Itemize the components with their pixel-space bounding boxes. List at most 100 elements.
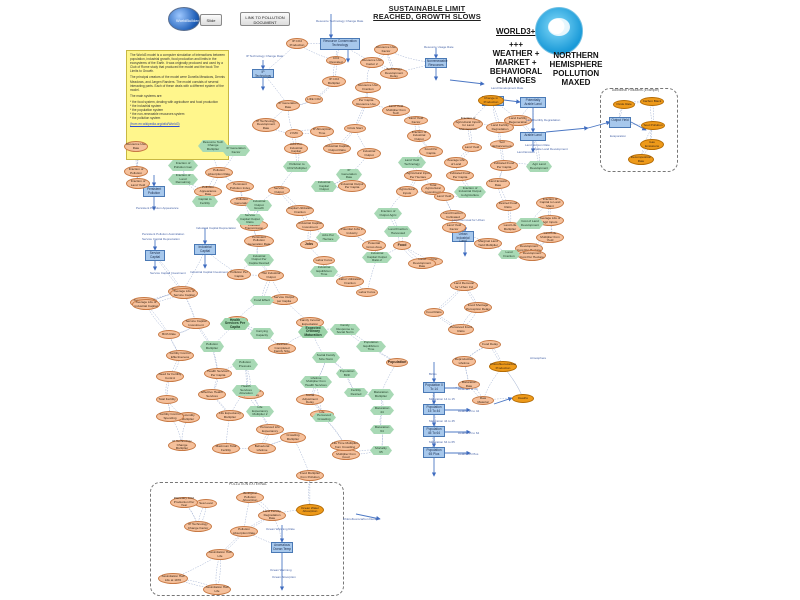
- variable-ip-technology-development-rate[interactable]: IP Technology Development Rate: [252, 118, 280, 132]
- variable-industrial-output[interactable]: Industrial Output: [357, 148, 381, 159]
- variable-oxide-rate[interactable]: Oxide Rate: [613, 100, 635, 109]
- variable-maximum-total-fertility[interactable]: Maximum Total Fertility: [212, 443, 240, 454]
- variable-fertility-control-spending[interactable]: Fertility Control Spending: [156, 411, 184, 422]
- variable-industrial-capital-output-ratio[interactable]: Industrial Capital Output Ratio: [323, 143, 351, 154]
- variable-assimilation-half-life-at-1970[interactable]: Assimilation Half Life at 1970: [158, 573, 188, 584]
- variable-pollution-absorption-rate[interactable]: Pollution Absorption Rate: [205, 167, 233, 178]
- variable-deaths[interactable]: Deaths: [512, 394, 534, 403]
- variable-land-fertility-degradation-rate[interactable]: Land Fertility Degradation Rate: [258, 510, 286, 521]
- variable-land-yield-factor[interactable]: Land Yield Factor: [404, 116, 428, 125]
- stock-service-capital[interactable]: Service Capital: [145, 250, 165, 261]
- variable-industrial-output-per-capita[interactable]: Industrial Output Per Capita: [338, 180, 366, 192]
- variable-change-in-production[interactable]: Change in Production: [478, 95, 504, 106]
- variable-life-co2[interactable]: LIFE CO2: [305, 95, 323, 104]
- constant-jobs-per-hectare[interactable]: Jobs Per Hectare: [316, 233, 340, 242]
- stock-output-yield[interactable]: Output Yield: [609, 117, 631, 128]
- variable-fraction-of-land-yield[interactable]: Fraction of Land Yield: [126, 178, 150, 189]
- variable-pollution-absorption-rate[interactable]: Pollution Absorption Rate: [230, 526, 258, 537]
- variable-ip-co2-multiplier[interactable]: IP CO2 Multiplier: [322, 76, 346, 87]
- constant-industrial-capital-output[interactable]: Industrial Capital Output: [311, 181, 337, 192]
- constant-fraction-of-pollution-gen[interactable]: Fraction of Pollution Gen: [168, 160, 198, 171]
- variable-marginal-land-yield-multiplier[interactable]: Marginal Land Yield Multiplier: [474, 238, 502, 249]
- variable-effective-health-services[interactable]: Effective Health Services: [198, 389, 226, 400]
- constant-fraction-of-output-agric[interactable]: Fraction of Output Agric: [374, 208, 402, 219]
- constant-industrial-capital-output-ratio-2[interactable]: Industrial Capital Output Ratio 2: [362, 252, 392, 263]
- constant-fertility-desired[interactable]: Fertility Desired: [344, 388, 368, 397]
- variable-chlorofluorocarbon-production[interactable]: Chlorofluorocarbon Production: [489, 361, 517, 372]
- variable-fraction-of-capital-to-land-maint[interactable]: Fraction of Capital to Land Maint: [536, 197, 564, 209]
- variable-service-capital-investment[interactable]: Service Capital Investment: [182, 318, 210, 329]
- variable-assimilation-half-life[interactable]: Assimilation Half Life: [203, 584, 231, 595]
- constant-industrial-output-growth[interactable]: Industrial Output Growth: [246, 200, 272, 211]
- variable-resource-use-factor-2[interactable]: Resource Use Factor 2: [360, 57, 384, 68]
- variable-land-erosion-rate[interactable]: Land Erosion Rate: [486, 178, 510, 189]
- variable-potential-jobs-in-industry[interactable]: Potential Jobs in Industry: [338, 226, 366, 237]
- variable-biological-pollution-absorption[interactable]: Biological Pollution Absorption: [236, 492, 264, 503]
- variable-social-adjustment-delay[interactable]: Social Adjustment Delay: [296, 394, 324, 405]
- variable-ip-absorption-time[interactable]: IP Absorption Time: [310, 126, 334, 137]
- stock-population-45-to-64[interactable]: Population 45 To 64: [423, 426, 445, 437]
- variable-land-yield-multiplier-from-tech[interactable]: Land Yield Multiplier from Tech: [382, 105, 410, 116]
- variable-land-development-rate[interactable]: Land Development Rate: [408, 258, 436, 269]
- variable-average-life-of-land[interactable]: Average Life of Land: [444, 157, 468, 168]
- variable-desired-food-ratio[interactable]: Desired Food Ratio: [496, 200, 520, 211]
- variable-ocean-water-absorption[interactable]: Ocean Water Absorption: [296, 504, 324, 516]
- variable-perceived-food-ratio[interactable]: Perceived Food Ratio: [448, 324, 474, 335]
- constant-ip-generation-rate[interactable]: IP Generation Rate: [336, 169, 362, 180]
- variable-crisis-start[interactable]: Crisis Start: [344, 124, 366, 133]
- constant-pollution-pressure[interactable]: Pollution Pressure: [232, 359, 258, 370]
- constant-carrying-capacity[interactable]: Carrying Capacity: [250, 328, 274, 339]
- variable-service-output-per-capita[interactable]: Service Output per Capita: [270, 294, 298, 305]
- variable-land-removal-for-urban-ind[interactable]: Land Removal for Urban Ind: [450, 280, 478, 291]
- variable-service-output[interactable]: Service Output: [268, 186, 290, 195]
- constant-fraction-of-land-remaining[interactable]: Fraction of Land Remaining: [168, 174, 198, 185]
- stock-population-65-plus[interactable]: Population 65 Plus: [423, 447, 445, 458]
- variable-land-life-multiplier-from-yield[interactable]: Land Life Multiplier from Yield: [536, 232, 564, 243]
- variable-labor-utilization-fraction[interactable]: Labor Utilization Fraction: [336, 276, 364, 287]
- constant-family-response-to-social-norm[interactable]: Family Response to Social Norm: [330, 324, 360, 335]
- variable-crowding-multiplier[interactable]: Crowding Multiplier: [280, 432, 306, 443]
- variable-land-yield-factor[interactable]: Land Yield Factor: [442, 222, 466, 233]
- variable-capital-utilization-fraction[interactable]: Capital Utilization Fraction: [286, 205, 314, 216]
- constant-population-birth[interactable]: Population Birth: [336, 369, 358, 378]
- variable-maturation-rate[interactable]: Maturation Rate: [458, 380, 480, 389]
- constant-land-fraction[interactable]: Land Fraction: [498, 250, 520, 259]
- variable-perceived-life-expectancy[interactable]: Perceived Life Expectancy: [256, 424, 284, 435]
- slide-button[interactable]: Slide: [200, 14, 222, 26]
- variable-ip-technology-change-factor[interactable]: IP Technology Change Factor: [184, 521, 212, 532]
- variable-indicated-food-per-capita[interactable]: Indicated Food Per Capita: [446, 170, 474, 181]
- variable-per-capita-resource-use[interactable]: Per Capita Resource Use: [352, 97, 380, 108]
- variable-land-fertility-degradation[interactable]: Land Fertility Degradation: [486, 122, 514, 133]
- variable-carbon-black[interactable]: Carbon Black: [640, 97, 664, 106]
- variable-birth-rate[interactable]: Birth Rate: [158, 330, 180, 339]
- variable-food-ratio[interactable]: Food Ratio: [424, 308, 444, 317]
- globe-logo-icon[interactable]: [168, 7, 200, 31]
- variable-pollution-per-capita[interactable]: Pollution Per Capita: [227, 269, 251, 280]
- variable-ip-generation-rate[interactable]: IP Generation Rate: [276, 100, 300, 111]
- variable-food-per-capita[interactable]: Food Per Capita: [419, 146, 443, 157]
- variable-land-fertility-regeneration[interactable]: Land Fertility Regeneration: [504, 115, 532, 126]
- variable-behavioral-lifetime[interactable]: Behavioral Lifetime: [248, 443, 276, 454]
- constant-resource-tech-change-multiplier[interactable]: Resource Tech Change Multiplier: [198, 140, 228, 152]
- variable-land-fraction-cultivated[interactable]: Land Fraction Cultivated: [440, 210, 466, 221]
- constant-service-capital-output-ratio[interactable]: Service Capital Output Ratio: [236, 214, 264, 225]
- variable-labor-force[interactable]: Labor Force: [313, 256, 335, 265]
- variable-fraction-of-pollution[interactable]: Fraction of Pollution: [124, 166, 148, 177]
- constant-life-expectancy-multiplier-2[interactable]: Life Expectancy Multiplier 2: [246, 406, 274, 417]
- variable-food-delay[interactable]: Food Delay: [479, 340, 501, 349]
- variable-persistent-pollution-generation-rate[interactable]: Persistent Pollution Generation Rate: [244, 235, 274, 247]
- variable-sea-level[interactable]: Sea Level: [195, 499, 217, 508]
- variable-food-multiplier-from-pollution[interactable]: Food Multiplier from Pollution: [296, 470, 324, 481]
- variable-fraction-of-agricultural-inputs-for-land-maintenance[interactable]: Fraction of Agricultural Inputs for Land…: [453, 116, 483, 130]
- constant-fraction-of-industrial-output-to-agriculture[interactable]: Fraction of Industrial Output to Agricul…: [454, 186, 486, 198]
- constant-maturation-64[interactable]: Maturation 64: [370, 425, 394, 434]
- stock-population-0-to-14[interactable]: Population 0 To 14: [423, 382, 445, 393]
- constant-agri-land-development[interactable]: Agri Land Development: [526, 161, 552, 172]
- constant-social-family-size-norm[interactable]: Social Family Size Norm: [312, 352, 340, 363]
- variable-hist-industrial-output[interactable]: Hist Industrial Output: [258, 270, 284, 281]
- variable-gas-emissions[interactable]: Gas Emissions: [640, 139, 664, 150]
- variable-industrial-capital-investment[interactable]: Industrial Capital Investment: [296, 220, 324, 231]
- stock-urban-industrial-land[interactable]: Urban Industrial Land: [452, 231, 474, 243]
- constant-ip-generation-factor[interactable]: IP Generation Factor: [222, 145, 250, 156]
- stock-potentially-arable-land[interactable]: Potentially Arable Land: [520, 97, 546, 108]
